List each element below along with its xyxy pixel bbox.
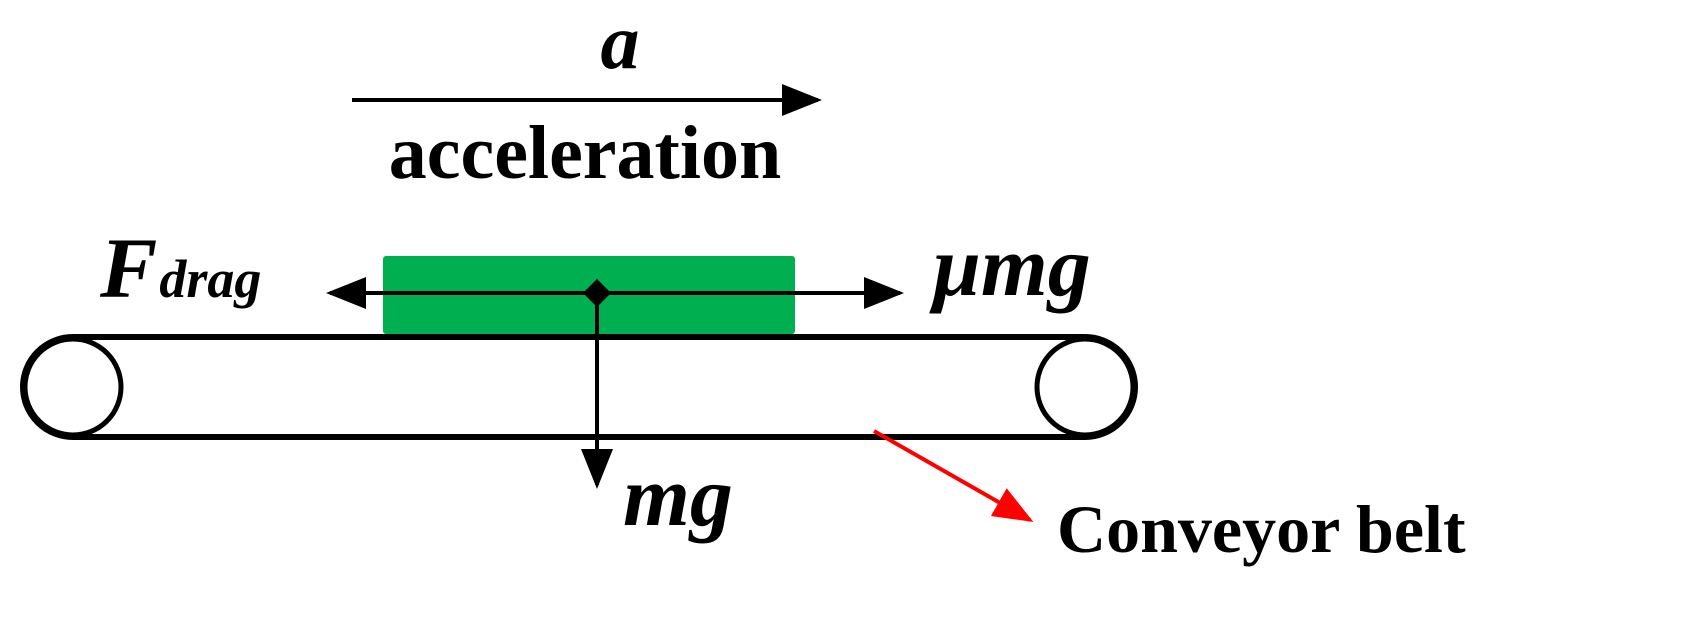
conveyor-pointer-arrow xyxy=(873,429,1034,522)
conveyor-belt-label: Conveyor belt xyxy=(1057,491,1466,567)
drag-force-subscript: drag xyxy=(159,249,261,309)
drag-force-symbol: F xyxy=(99,220,157,316)
left-roller xyxy=(22,336,124,438)
drag-force-label: Fdrag xyxy=(99,220,261,316)
acceleration-symbol: a xyxy=(601,0,640,85)
center-of-mass-point xyxy=(583,279,611,307)
conveyor-belt xyxy=(20,334,1138,440)
friction-force-label: μmg xyxy=(929,218,1091,314)
acceleration-label: acceleration xyxy=(389,111,781,195)
right-roller xyxy=(1034,336,1136,438)
gravity-force-label: mg xyxy=(623,448,733,544)
